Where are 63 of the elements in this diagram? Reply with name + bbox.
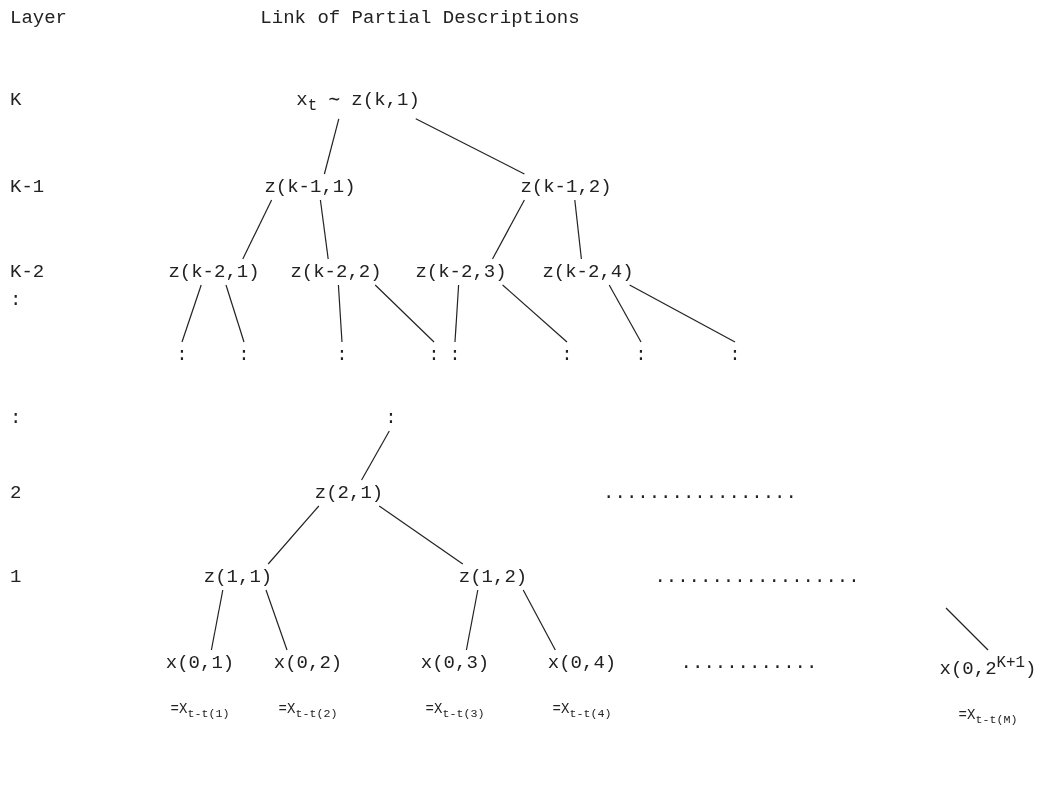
tree-branch-line bbox=[522, 589, 556, 651]
ellipsis-mark: : bbox=[428, 344, 440, 366]
ellipsis-mark: : bbox=[385, 407, 397, 429]
node-label: x$_{t}$ ∼ z(k,1) bbox=[296, 89, 420, 117]
node-label: z(k-2,3) bbox=[415, 261, 507, 283]
dotted-continuation: ............ bbox=[680, 652, 818, 674]
ellipsis-mark: : bbox=[449, 344, 461, 366]
tree-branch-line bbox=[265, 589, 288, 651]
ellipsis-mark: : bbox=[238, 344, 250, 366]
layer-label: : bbox=[10, 407, 22, 429]
node-label: z(k-2,1) bbox=[168, 261, 260, 283]
tree-branch-line bbox=[267, 505, 320, 565]
node-label: z(1,2) bbox=[458, 566, 528, 588]
equation-label: =X$_{t-t(4)}$ bbox=[551, 700, 613, 723]
ellipsis-mark: : bbox=[635, 344, 647, 366]
node-label: z(1,1) bbox=[203, 566, 273, 588]
tree-branch-line bbox=[337, 284, 343, 343]
dotted-continuation: ................. bbox=[603, 482, 797, 504]
tree-branch-line bbox=[945, 607, 989, 651]
node-label: x(0,2$^{K+1}$) bbox=[939, 653, 1037, 681]
dotted-continuation: .................. bbox=[654, 566, 860, 588]
tree-branch-line bbox=[574, 199, 582, 260]
tree-branch-line bbox=[242, 199, 273, 260]
equation-label: =X$_{t-t(M)}$ bbox=[957, 706, 1019, 730]
tree-branch-line bbox=[502, 284, 568, 343]
tree-branch-line bbox=[361, 430, 390, 481]
node-label: x(0,3) bbox=[420, 652, 490, 674]
equation-label: =X$_{t-t(1)}$ bbox=[169, 700, 231, 723]
tree-branch-line bbox=[454, 284, 460, 343]
layer-label: 1 bbox=[10, 566, 22, 588]
column-heading: Layer bbox=[10, 7, 67, 29]
node-label: x(0,4) bbox=[547, 652, 617, 674]
tree-branch-line bbox=[181, 284, 202, 343]
node-label: z(k-2,4) bbox=[542, 261, 634, 283]
ellipsis-mark: : bbox=[729, 344, 741, 366]
layer-label: : bbox=[10, 289, 22, 311]
layer-label: K-2 bbox=[10, 261, 45, 283]
layer-label: 2 bbox=[10, 482, 22, 504]
ellipsis-mark: : bbox=[336, 344, 348, 366]
layer-label: K bbox=[10, 89, 22, 111]
column-heading: Link of Partial Descriptions bbox=[260, 7, 580, 29]
tree-branch-line bbox=[608, 284, 642, 343]
node-label: z(k-1,2) bbox=[520, 176, 612, 198]
node-label: z(2,1) bbox=[314, 482, 384, 504]
tree-branch-line bbox=[319, 199, 329, 260]
tree-branch-line bbox=[210, 589, 224, 651]
node-label: z(k-1,1) bbox=[264, 176, 356, 198]
tree-branch-line bbox=[374, 284, 435, 343]
tree-branch-line bbox=[465, 589, 479, 651]
tree-branch-line bbox=[629, 284, 736, 343]
tree-branch-line bbox=[491, 199, 525, 260]
node-label: x(0,2) bbox=[273, 652, 343, 674]
tree-branch-line bbox=[225, 284, 245, 343]
ellipsis-mark: : bbox=[561, 344, 573, 366]
tree-branch-line bbox=[378, 505, 464, 565]
node-label: x(0,1) bbox=[165, 652, 235, 674]
tree-branch-line bbox=[323, 118, 340, 175]
node-label: z(k-2,2) bbox=[290, 261, 382, 283]
layer-label: K-1 bbox=[10, 176, 45, 198]
equation-label: =X$_{t-t(3)}$ bbox=[424, 700, 486, 723]
ellipsis-mark: : bbox=[176, 344, 188, 366]
tree-branch-line bbox=[415, 118, 525, 175]
equation-label: =X$_{t-t(2)}$ bbox=[277, 700, 339, 723]
